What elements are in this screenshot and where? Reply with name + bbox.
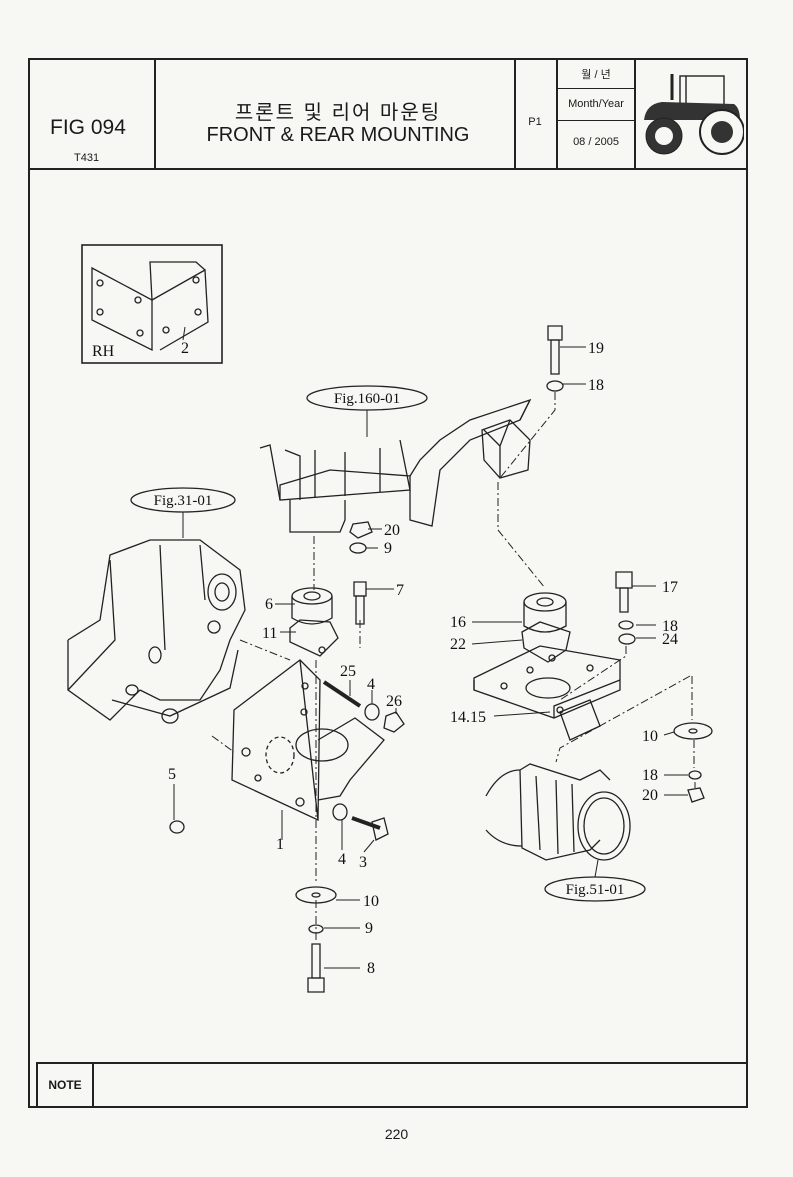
part-callout: 18: [642, 767, 658, 784]
part-callout: 3: [359, 854, 367, 871]
inset-callout: 2: [181, 340, 189, 357]
fig-31-ref: Fig.31-01: [154, 493, 213, 509]
inset-side-label: RH: [92, 343, 115, 360]
title-english: FRONT & REAR MOUNTING: [206, 124, 470, 146]
page-number: 220: [384, 1126, 409, 1142]
part-callout: 18: [662, 618, 678, 635]
rh-inset-box: [81, 244, 223, 364]
divider: [634, 58, 636, 168]
title-korean: 프론트 및 리어 마운팅: [234, 102, 442, 124]
fig-number: FIG 094: [50, 116, 126, 139]
divider: [514, 58, 516, 168]
date-label-english: Month/Year: [568, 98, 624, 110]
part-callout: 20: [384, 522, 400, 539]
fig-160-ref: Fig.160-01: [334, 391, 400, 407]
part-callout: 4: [367, 676, 375, 693]
page-code: P1: [528, 116, 542, 128]
model-code: T431: [74, 152, 100, 164]
divider: [556, 120, 634, 121]
part-callout: 6: [265, 596, 273, 613]
part-callout: 19: [588, 340, 604, 357]
fig-51-ref: Fig.51-01: [566, 882, 625, 898]
date-label-korean: 월 / 년: [581, 69, 611, 81]
part-callout: 10: [363, 893, 379, 910]
part-callout: 7: [396, 582, 404, 599]
part-callout: 5: [168, 766, 176, 783]
part-callout: 9: [365, 920, 373, 937]
part-callout: 1: [276, 836, 284, 853]
part-callout: 17: [662, 579, 678, 596]
divider: [556, 88, 634, 89]
inset-bracket-plate: [91, 266, 153, 352]
part-callout: 22: [450, 636, 466, 653]
title-block: FIG 094 T431 프론트 및 리어 마운팅 FRONT & REAR M…: [28, 58, 748, 170]
part-callout: 25: [340, 663, 356, 680]
part-callout: 26: [386, 693, 402, 710]
part-callout: 9: [384, 540, 392, 557]
part-callout: 11: [262, 625, 277, 642]
part-callout: 18: [588, 377, 604, 394]
date-value: 08 / 2005: [573, 136, 619, 148]
note-box: NOTE: [36, 1062, 748, 1108]
tractor-logo: [644, 74, 744, 155]
part-callout: 20: [642, 787, 658, 804]
part-callout: 16: [450, 614, 466, 631]
part-callout: 24: [662, 631, 678, 648]
part-callout: 8: [367, 960, 375, 977]
divider: [556, 58, 558, 168]
part-callout: 10: [642, 728, 658, 745]
part-callout: 4: [338, 851, 346, 868]
part-callout: 14.15: [450, 709, 486, 726]
note-label: NOTE: [38, 1064, 94, 1106]
divider: [154, 58, 156, 168]
